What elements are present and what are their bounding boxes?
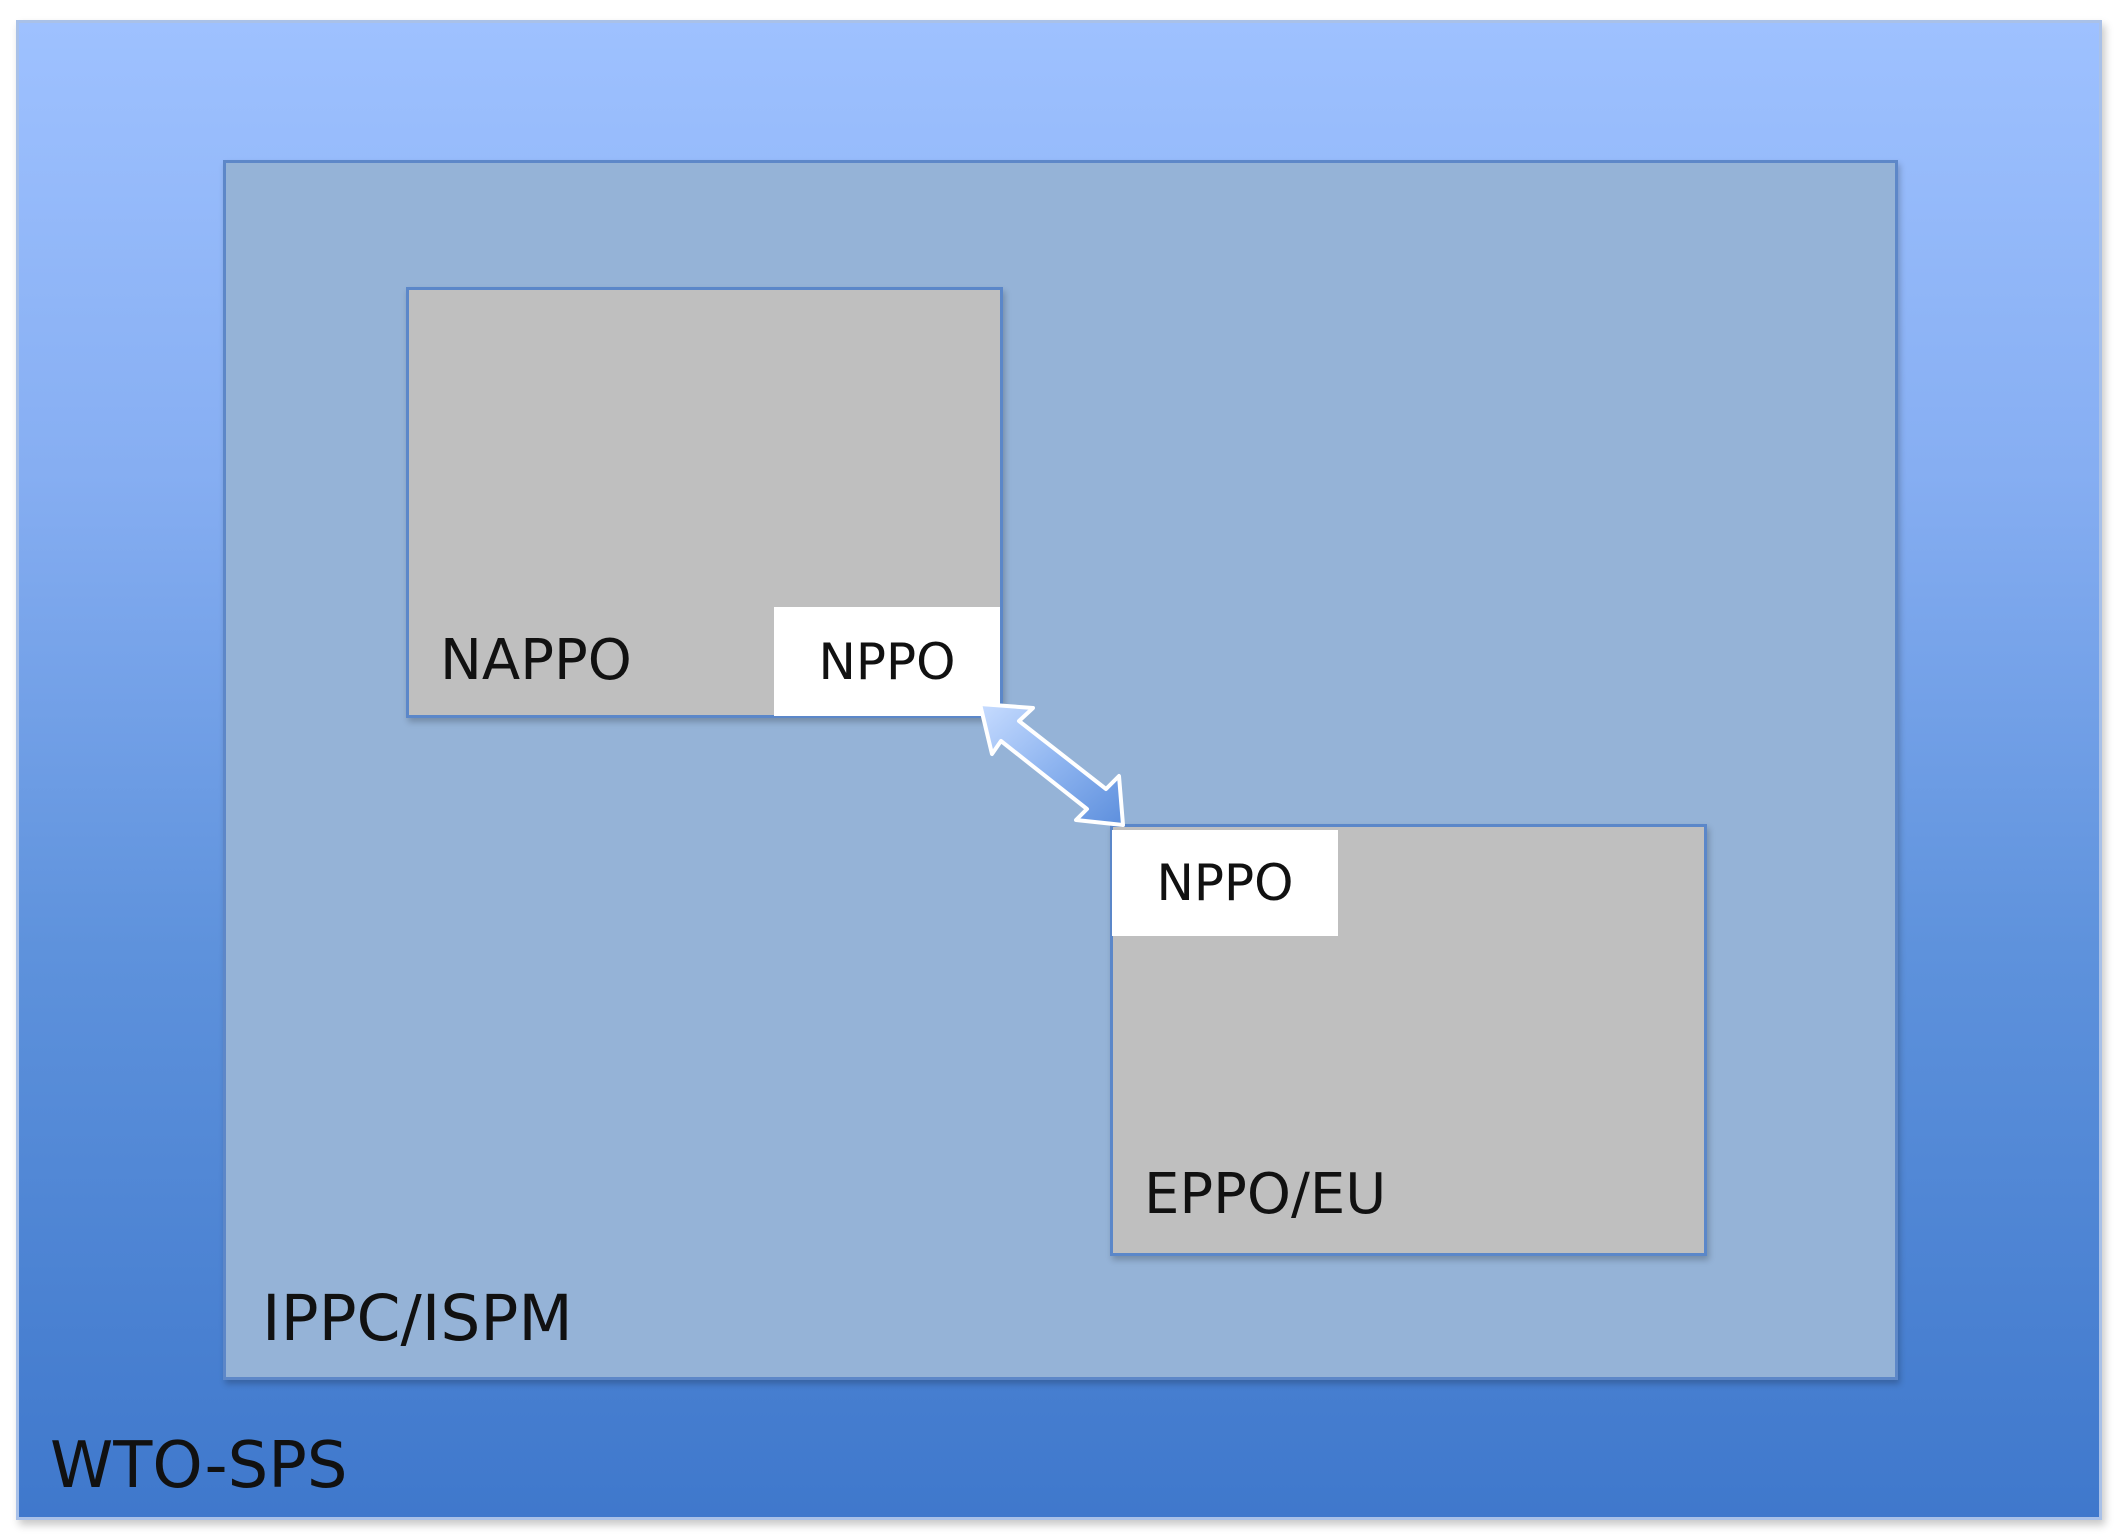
- nappo-nppo-label: NPPO: [818, 632, 956, 691]
- eppo-nppo-box: NPPO: [1112, 830, 1338, 936]
- eppo-nppo-label: NPPO: [1156, 854, 1294, 912]
- nappo-nppo-box: NPPO: [774, 607, 1000, 716]
- wto-sps-label: WTO-SPS: [50, 1429, 348, 1503]
- nappo-label: NAPPO: [440, 628, 632, 693]
- ippc-ispm-label: IPPC/ISPM: [262, 1282, 573, 1355]
- eppo-eu-label: EPPO/EU: [1144, 1162, 1387, 1227]
